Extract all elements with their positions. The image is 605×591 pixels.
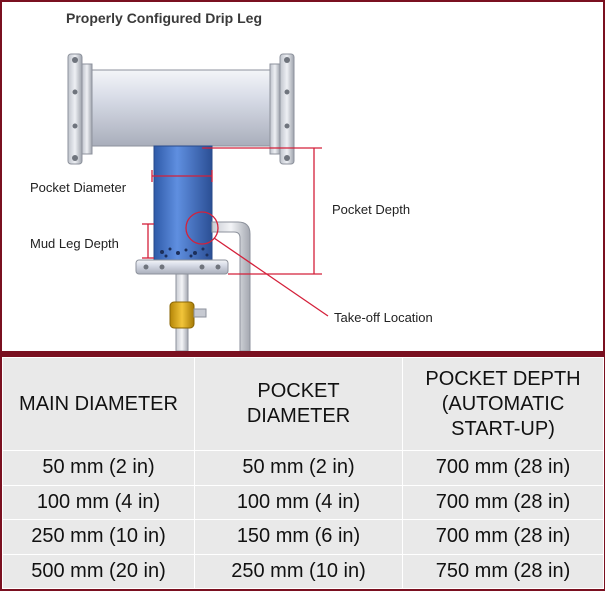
pocket-diameter-label: Pocket Diameter xyxy=(30,180,127,195)
table-row: 50 mm (2 in) 50 mm (2 in) 700 mm (28 in) xyxy=(2,450,604,486)
table-row: 250 mm (10 in) 150 mm (6 in) 700 mm (28 … xyxy=(2,519,604,555)
left-flange xyxy=(67,53,83,165)
cell-main-diameter: 250 mm (10 in) xyxy=(2,519,195,555)
cell-pocket-diameter: 100 mm (4 in) xyxy=(194,484,403,520)
cell-pocket-depth: 700 mm (28 in) xyxy=(402,519,604,555)
drip-leg-illustration xyxy=(67,53,329,351)
cell-pocket-depth: 700 mm (28 in) xyxy=(402,484,604,520)
section-divider xyxy=(2,351,603,357)
takeoff-location-label: Take-off Location xyxy=(334,310,433,325)
cell-main-diameter: 100 mm (4 in) xyxy=(2,484,195,520)
cell-main-diameter: 50 mm (2 in) xyxy=(2,450,195,486)
mud-leg-depth-label: Mud Leg Depth xyxy=(30,236,119,251)
header-main-diameter: MAIN DIAMETER xyxy=(2,357,195,451)
drip-leg-diagram: Properly Configured Drip Leg Pocket Diam… xyxy=(2,2,603,351)
cell-pocket-depth: 700 mm (28 in) xyxy=(402,450,604,486)
cell-pocket-depth: 750 mm (28 in) xyxy=(402,553,604,589)
bottom-flange xyxy=(135,259,229,275)
table-row: 500 mm (20 in) 250 mm (10 in) 750 mm (28… xyxy=(2,553,604,589)
diagram-title: Properly Configured Drip Leg xyxy=(66,10,263,26)
cell-pocket-diameter: 50 mm (2 in) xyxy=(194,450,403,486)
table-row: 100 mm (4 in) 100 mm (4 in) 700 mm (28 i… xyxy=(2,484,604,520)
cell-main-diameter: 500 mm (20 in) xyxy=(2,553,195,589)
main-pipe xyxy=(89,69,273,147)
cell-pocket-diameter: 150 mm (6 in) xyxy=(194,519,403,555)
header-pocket-depth-text: POCKET DEPTH (AUTOMATIC START-UP) xyxy=(425,367,581,440)
drain-valve xyxy=(169,301,195,329)
pocket-depth-label: Pocket Depth xyxy=(332,202,411,217)
dimension-lines xyxy=(142,147,329,317)
cell-pocket-diameter: 250 mm (10 in) xyxy=(194,553,403,589)
header-pocket-diameter-text: POCKET DIAMETER xyxy=(246,380,351,427)
header-pocket-diameter: POCKET DIAMETER xyxy=(194,357,403,451)
drip-pocket xyxy=(153,145,213,261)
sediment xyxy=(160,247,209,258)
table-header-row: MAIN DIAMETER POCKET DIAMETER POCKET DEP… xyxy=(2,357,604,451)
takeoff-pipe xyxy=(211,221,251,351)
drip-leg-sizing-table: MAIN DIAMETER POCKET DIAMETER POCKET DEP… xyxy=(2,357,604,589)
header-pocket-depth: POCKET DEPTH (AUTOMATIC START-UP) xyxy=(402,357,604,451)
